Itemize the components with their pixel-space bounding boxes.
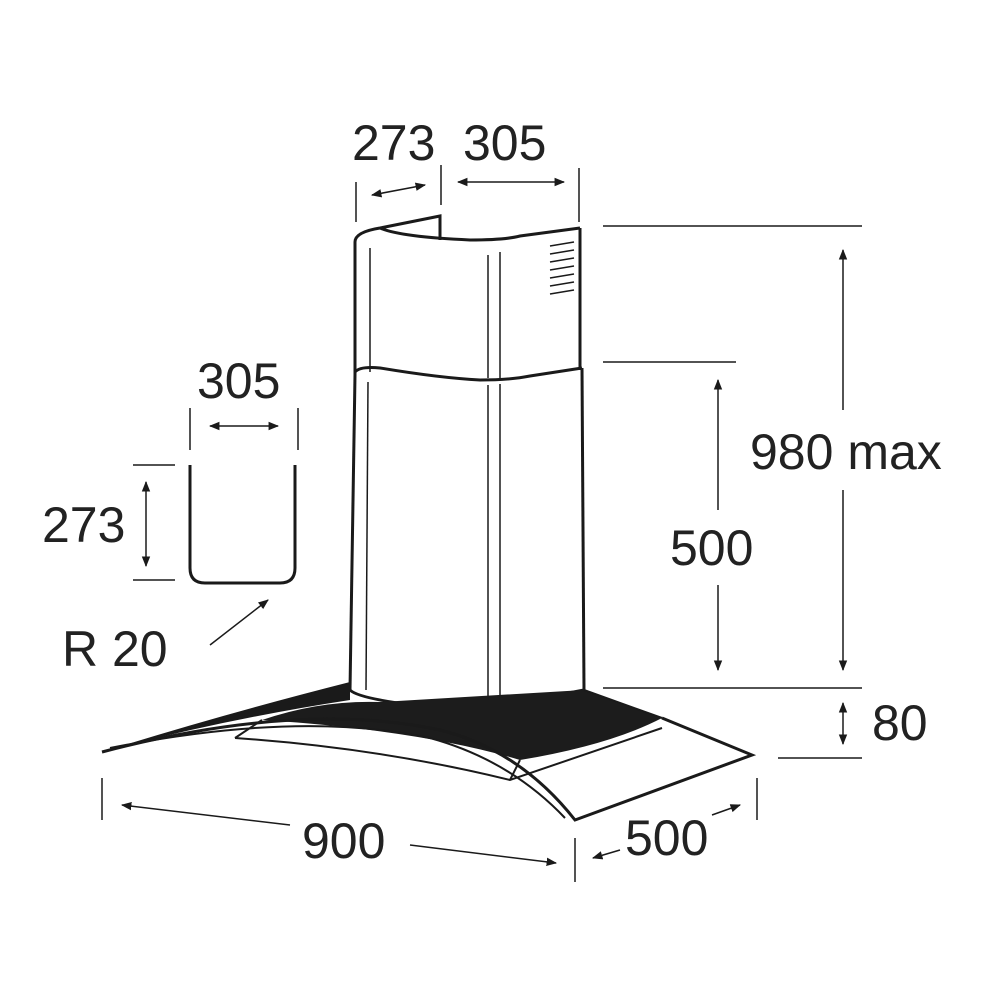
right-dimension-lines <box>603 225 862 759</box>
top-width-label: 305 <box>463 115 546 171</box>
bottom-dimension-lines <box>101 778 758 882</box>
dimension-labels: 273 305 305 273 R 20 980 max 500 80 900 … <box>42 115 942 869</box>
range-hood-drawing <box>101 214 757 822</box>
glass-canopy <box>101 682 757 822</box>
width-label: 900 <box>302 813 385 869</box>
depth-label: 500 <box>625 810 708 866</box>
chimney-height-label: 500 <box>670 520 753 576</box>
duct-cross-section-inset <box>133 408 299 646</box>
height-max-label: 980 max <box>750 424 942 480</box>
inset-width-label: 305 <box>197 353 280 409</box>
top-dimension-lines <box>355 165 580 222</box>
chimney-lower-section <box>348 367 586 712</box>
top-depth-label: 273 <box>352 115 435 171</box>
vent-grille-icon <box>549 241 575 295</box>
inset-depth-label: 273 <box>42 497 125 553</box>
canopy-height-label: 80 <box>872 695 928 751</box>
chimney-upper-section <box>353 214 583 382</box>
inset-radius-label: R 20 <box>62 621 168 677</box>
